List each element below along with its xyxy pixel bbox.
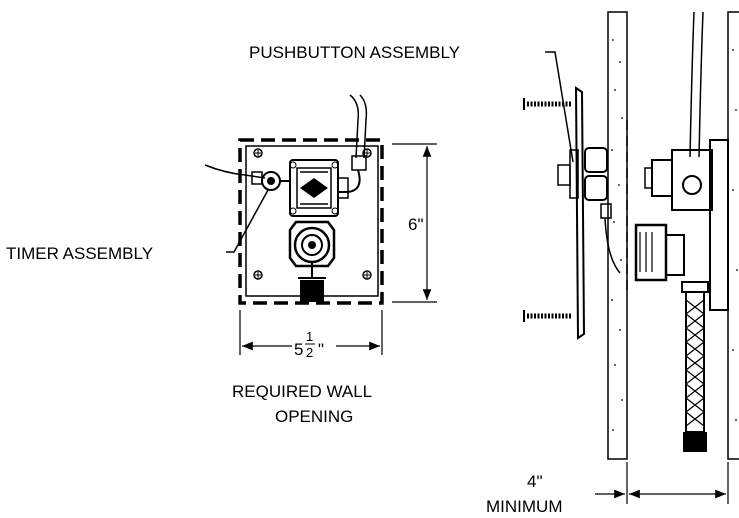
wall-opening-outline (238, 138, 384, 305)
side-view (523, 11, 739, 504)
width-dim-numerator: 1 (306, 329, 313, 344)
mounting-screws (523, 98, 571, 322)
wall-right (727, 11, 739, 460)
height-dim-label: 6" (408, 215, 424, 234)
stop-valve (288, 220, 336, 302)
front-view (204, 94, 437, 355)
cover-plate (574, 86, 586, 340)
height-dim-ext (392, 143, 437, 303)
pushbutton-assembly-label: PUSHBUTTON ASSEMBLY (249, 43, 460, 62)
required-wall-opening-line1: REQUIRED WALL (232, 382, 372, 401)
required-wall-opening-line2: OPENING (275, 407, 353, 426)
side-valve-body (634, 139, 729, 311)
width-dim-inch: " (318, 340, 324, 359)
braided-hose (681, 281, 709, 452)
timer-assembly-label: TIMER ASSEMBLY (6, 244, 153, 263)
timer-assembly-part (204, 164, 290, 191)
pushbutton-leader (545, 51, 574, 163)
pushbutton (557, 147, 621, 274)
depth-dim-label: 4" (527, 472, 543, 491)
wall-speckle (611, 39, 738, 431)
valve-body (289, 159, 349, 217)
supply-pipe (349, 94, 368, 159)
corner-screws (253, 148, 372, 280)
timer-leader (226, 189, 269, 253)
width-dim-ext (239, 310, 383, 355)
side-supply-pipe (689, 11, 704, 158)
width-dim-denominator: 2 (306, 345, 313, 360)
wall-left (607, 11, 628, 460)
depth-minimum-label: MINIMUM (486, 497, 562, 516)
width-dim-whole: 5 (294, 340, 303, 359)
depth-dim-ext (626, 462, 729, 504)
